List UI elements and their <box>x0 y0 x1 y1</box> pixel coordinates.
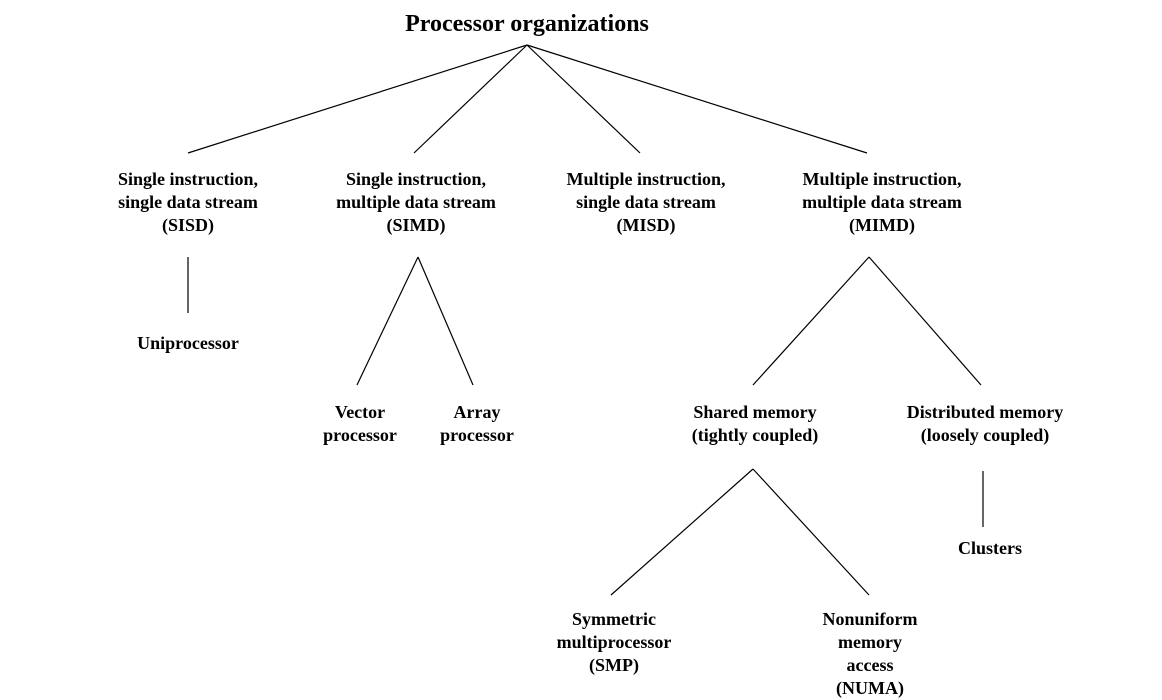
node-distributed-memory: Distributed memory (loosely coupled) <box>907 401 1063 447</box>
mimd-line1: Multiple instruction, <box>802 169 962 189</box>
edge-mimd-shared <box>752 256 870 386</box>
shared-line1: Shared memory <box>693 402 817 422</box>
mimd-line3: (MIMD) <box>849 215 915 235</box>
simd-line2: multiple data stream <box>336 192 496 212</box>
edge-root-misd <box>526 44 641 154</box>
node-shared-memory: Shared memory (tightly coupled) <box>692 401 819 447</box>
misd-line1: Multiple instruction, <box>566 169 726 189</box>
edge-mimd-distributed <box>868 256 982 386</box>
misd-line2: single data stream <box>576 192 716 212</box>
edge-shared-numa <box>752 468 870 596</box>
smp-line3: (SMP) <box>589 655 639 675</box>
title-text: Processor organizations <box>405 11 649 37</box>
distributed-line2: (loosely coupled) <box>920 425 1050 445</box>
sisd-line1: Single instruction, <box>117 169 259 189</box>
edge-simd-vector <box>356 256 419 386</box>
simd-line1: Single instruction, <box>345 169 487 189</box>
edge-shared-smp <box>610 468 754 596</box>
node-smp: Symmetric multiprocessor (SMP) <box>557 608 672 677</box>
smp-line2: multiprocessor <box>556 632 672 652</box>
node-mimd: Multiple instruction, multiple data stre… <box>802 168 962 237</box>
numa-line4: (NUMA) <box>836 678 904 698</box>
node-numa: Nonuniform memory access (NUMA) <box>822 608 917 700</box>
edge-simd-array <box>417 256 474 386</box>
node-clusters: Clusters <box>958 537 1022 560</box>
array-line1: Array <box>453 402 501 422</box>
shared-line2: (tightly coupled) <box>691 425 819 445</box>
array-line2: processor <box>440 425 514 445</box>
node-array-processor: Array processor <box>440 401 514 447</box>
smp-line1: Symmetric <box>572 609 656 629</box>
simd-line3: (SIMD) <box>386 215 446 235</box>
vector-line1: Vector <box>334 402 386 422</box>
node-misd: Multiple instruction, single data stream… <box>566 168 725 237</box>
node-vector-processor: Vector processor <box>323 401 397 447</box>
sisd-line2: single data stream <box>118 192 258 212</box>
node-simd: Single instruction, multiple data stream… <box>336 168 496 237</box>
mimd-line2: multiple data stream <box>802 192 962 212</box>
edge-root-mimd <box>526 44 868 154</box>
node-uniprocessor: Uniprocessor <box>137 332 239 355</box>
numa-line2: memory <box>838 632 902 652</box>
diagram-title: Processor organizations <box>405 10 649 38</box>
misd-line3: (MISD) <box>616 215 676 235</box>
distributed-line1: Distributed memory <box>906 402 1064 422</box>
uniprocessor-label: Uniprocessor <box>137 333 239 353</box>
numa-line1: Nonuniform <box>822 609 918 629</box>
node-sisd: Single instruction, single data stream (… <box>118 168 258 237</box>
sisd-line3: (SISD) <box>161 215 214 235</box>
vector-line2: processor <box>323 425 397 445</box>
edge-root-sisd <box>187 44 528 154</box>
edge-root-simd <box>413 44 528 154</box>
clusters-label: Clusters <box>958 538 1022 558</box>
numa-line3: access <box>846 655 894 675</box>
